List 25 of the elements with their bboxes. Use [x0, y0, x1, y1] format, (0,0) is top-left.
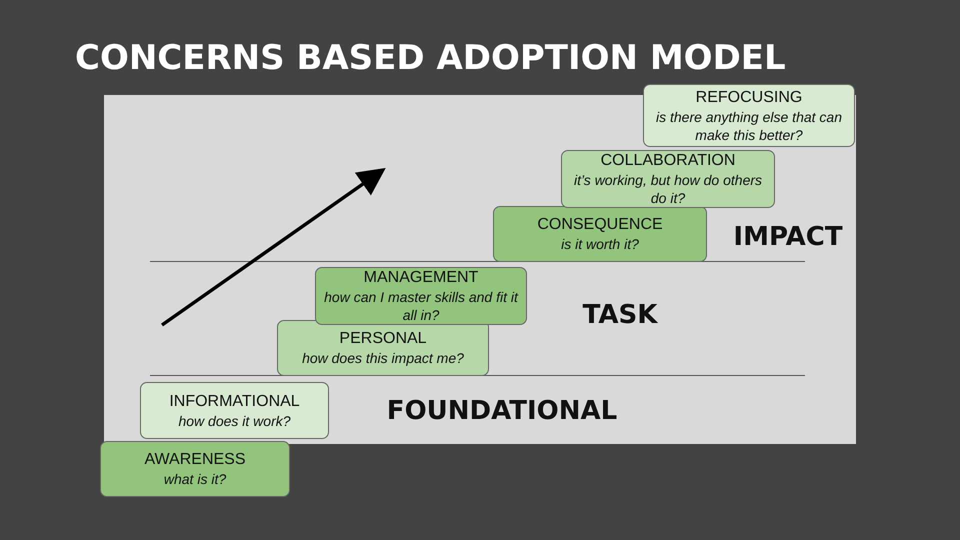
stage-question: is it worth it? [561, 235, 639, 253]
stage-box [561, 150, 775, 208]
stage-heading: COLLABORATION [600, 151, 736, 171]
stage-question: how does this impact me? [302, 349, 464, 367]
tier-label: IMPACT [733, 222, 843, 252]
slide-title: CONCERNS BASED ADOPTION MODEL [75, 38, 786, 78]
stage-question: how does it work? [178, 412, 291, 430]
stage-question: how can I master skills and fit it all in? [323, 288, 520, 324]
stage-heading: MANAGEMENT [364, 268, 478, 288]
stage-question: is there anything else that can make this better? [654, 108, 843, 144]
stage-box [140, 382, 329, 439]
stage-box [100, 441, 290, 497]
tier-label: TASK [582, 300, 658, 330]
stage-box [643, 84, 855, 147]
stage-heading: CONSEQUENCE [537, 215, 663, 235]
stage-heading: AWARENESS [144, 450, 246, 470]
tier-label: FOUNDATIONAL [386, 396, 618, 426]
stage-question: it’s working, but how do others do it? [572, 171, 764, 207]
stage-heading: PERSONAL [339, 329, 427, 349]
stage-question: what is it? [164, 470, 226, 488]
stage-heading: INFORMATIONAL [169, 392, 300, 412]
stage-heading: REFOCUSING [696, 88, 802, 108]
stage-box [315, 267, 527, 325]
stage-box [277, 320, 489, 376]
stage-box [493, 206, 707, 262]
